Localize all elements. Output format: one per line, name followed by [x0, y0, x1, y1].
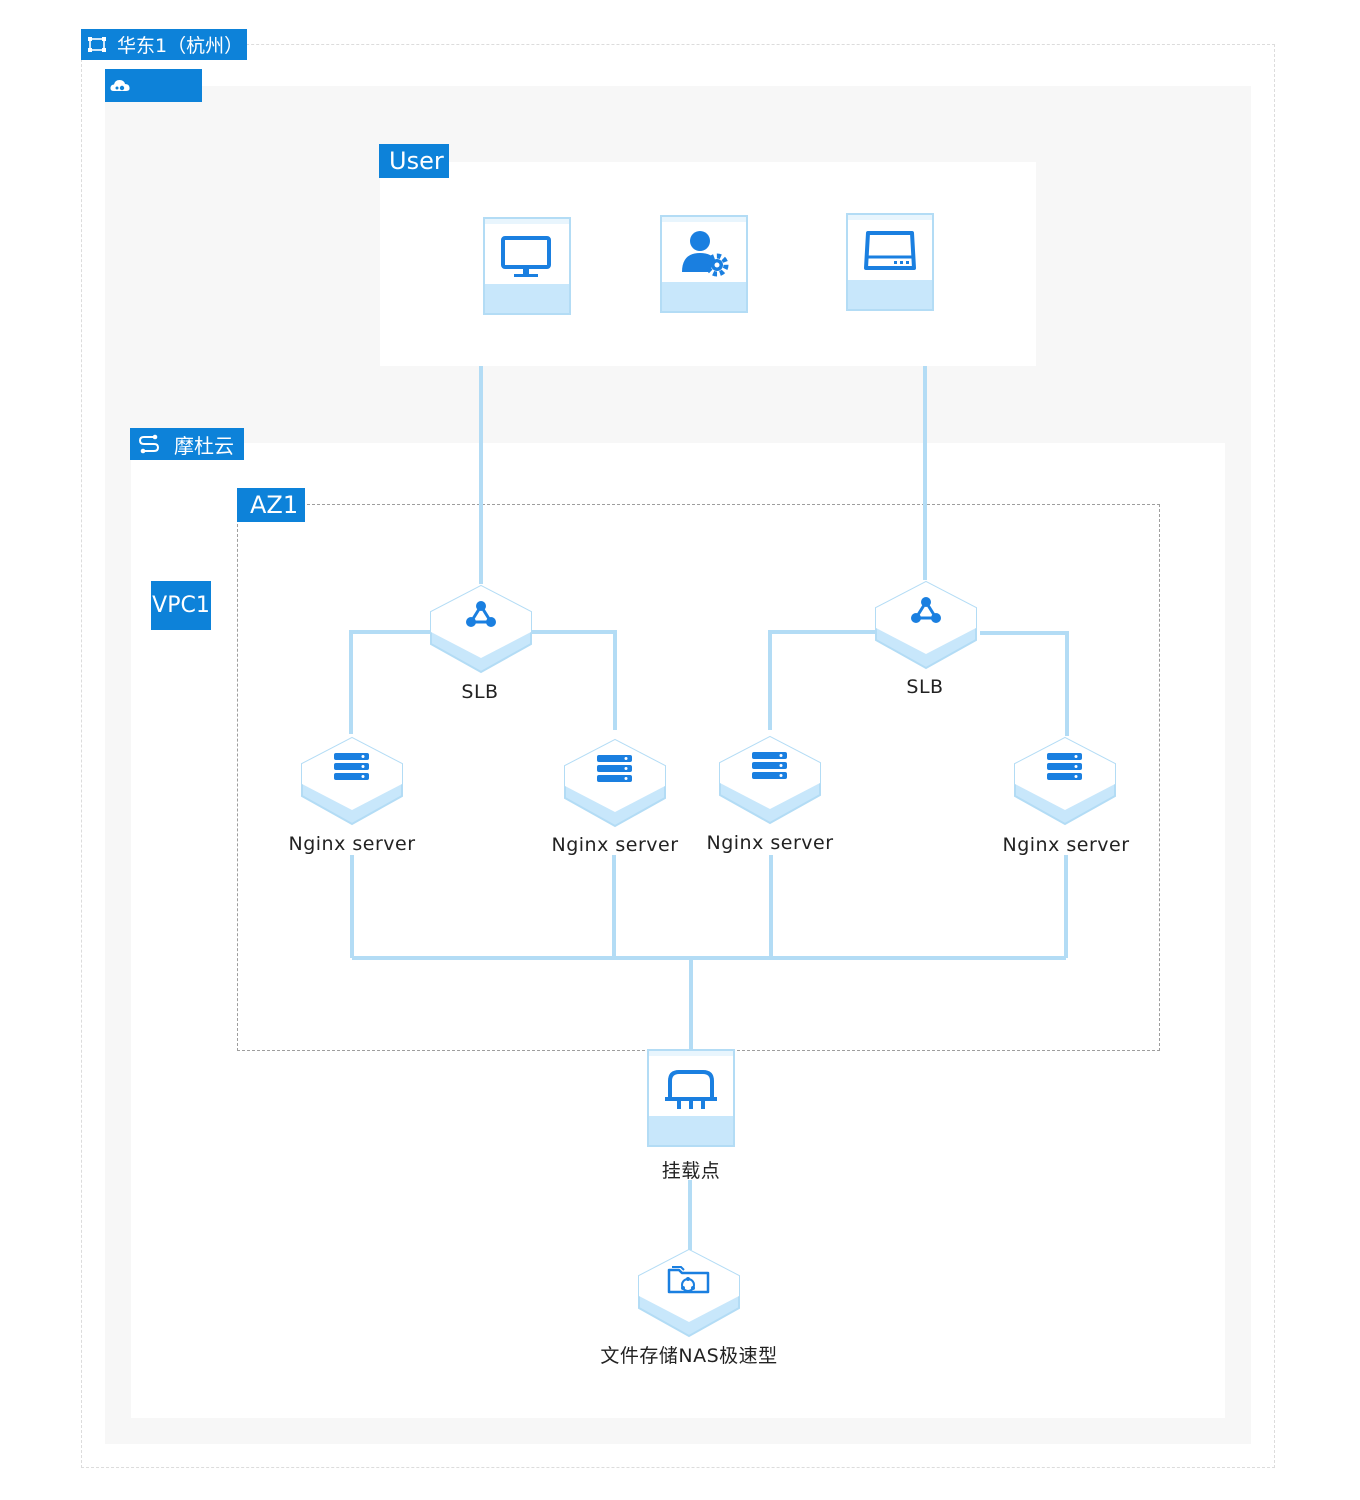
mount-point-icon	[647, 1049, 735, 1147]
mount-point-label: 挂载点	[661, 1160, 721, 1182]
user-device-desktop[interactable]	[483, 217, 571, 315]
server-icon	[719, 735, 821, 825]
slb-label-2: SLB	[906, 676, 944, 698]
server-node-4[interactable]	[1012, 736, 1118, 828]
server-label-4: Nginx server	[1002, 834, 1130, 856]
vpc-label-text: VPC1	[152, 593, 210, 618]
server-node-2[interactable]	[562, 738, 668, 830]
server-icon	[1014, 736, 1116, 826]
vpc-group-title: 摩杜云	[174, 433, 234, 458]
server-node-1[interactable]	[299, 736, 405, 828]
user-device-storage[interactable]	[846, 213, 934, 311]
cloud-icon	[110, 79, 130, 91]
server-label-3: Nginx server	[706, 832, 834, 854]
vpc-route-icon	[138, 434, 160, 454]
zone-title: AZ1	[250, 491, 299, 519]
server-icon	[564, 738, 666, 828]
server-label-1: Nginx server	[288, 833, 416, 855]
nas-label: 文件存储NAS极速型	[600, 1345, 778, 1367]
region-boundary	[81, 44, 1275, 1468]
server-node-3[interactable]	[717, 735, 823, 827]
server-icon	[301, 736, 403, 826]
user-group-title: User	[389, 147, 444, 175]
slb-node-2[interactable]	[873, 580, 979, 672]
vpc-group-tag: 摩杜云	[130, 428, 244, 460]
mount-point-node[interactable]	[647, 1049, 735, 1147]
storage-device-icon	[846, 213, 934, 311]
vpc-label: VPC1	[151, 581, 211, 630]
region-icon	[88, 36, 106, 52]
user-settings-icon	[660, 215, 748, 313]
link-slb1-server2	[531, 630, 617, 730]
zone-tag: AZ1	[237, 488, 305, 522]
region-tag: 华东1（杭州）	[81, 29, 247, 60]
server-label-2: Nginx server	[551, 834, 679, 856]
user-group-tag: User	[379, 144, 449, 178]
slb-icon	[430, 584, 532, 674]
nas-icon	[638, 1248, 740, 1338]
link-slb1-server1	[349, 630, 431, 734]
nas-node[interactable]	[636, 1248, 742, 1340]
cloud-tag	[105, 69, 202, 102]
link-slb2-server3	[768, 630, 877, 730]
user-device-admin[interactable]	[660, 215, 748, 313]
slb-icon	[875, 580, 977, 670]
slb-node-1[interactable]	[428, 584, 534, 676]
desktop-icon	[483, 217, 571, 315]
slb-label-1: SLB	[461, 681, 499, 703]
region-title: 华东1（杭州）	[117, 35, 244, 57]
link-slb2-server4	[980, 631, 1069, 736]
